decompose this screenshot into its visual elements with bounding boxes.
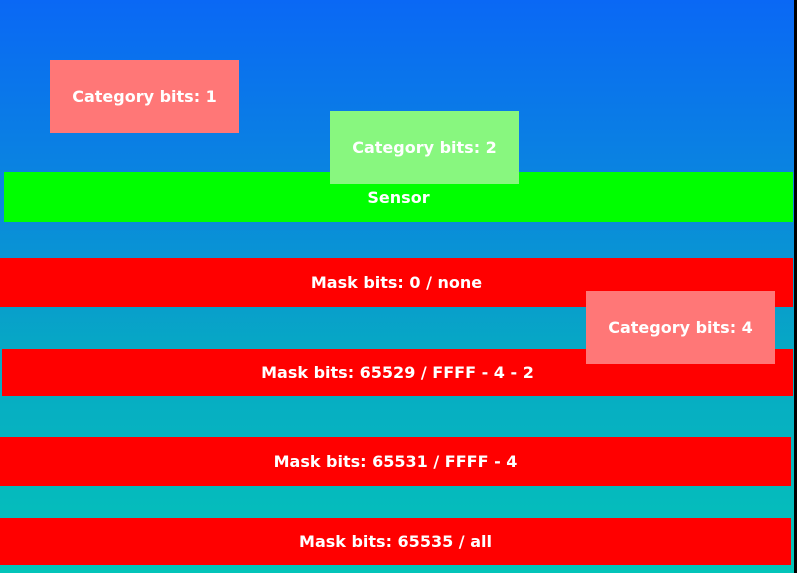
category-box-4[interactable]: Category bits: 4 — [586, 291, 775, 364]
mask-bar-label: Mask bits: 65531 / FFFF - 4 — [273, 452, 518, 471]
mask-bar-65531: Mask bits: 65531 / FFFF - 4 — [0, 437, 791, 486]
mask-bar-65529: Mask bits: 65529 / FFFF - 4 - 2 — [2, 349, 793, 396]
category-box-label: Category bits: 2 — [352, 138, 497, 157]
mask-bar-label: Mask bits: 65529 / FFFF - 4 - 2 — [261, 363, 534, 382]
category-box-2[interactable]: Category bits: 2 — [330, 111, 519, 184]
category-box-label: Category bits: 4 — [608, 318, 753, 337]
category-box-label: Category bits: 1 — [72, 87, 217, 106]
right-border — [794, 0, 797, 573]
mask-bar-all: Mask bits: 65535 / all — [0, 518, 791, 565]
category-box-1[interactable]: Category bits: 1 — [50, 60, 239, 133]
mask-bar-label: Mask bits: 0 / none — [310, 273, 483, 292]
mask-bar-label: Mask bits: 65535 / all — [299, 532, 492, 551]
mask-bar-none: Mask bits: 0 / none — [0, 258, 793, 307]
sensor-label: Sensor — [367, 187, 430, 207]
